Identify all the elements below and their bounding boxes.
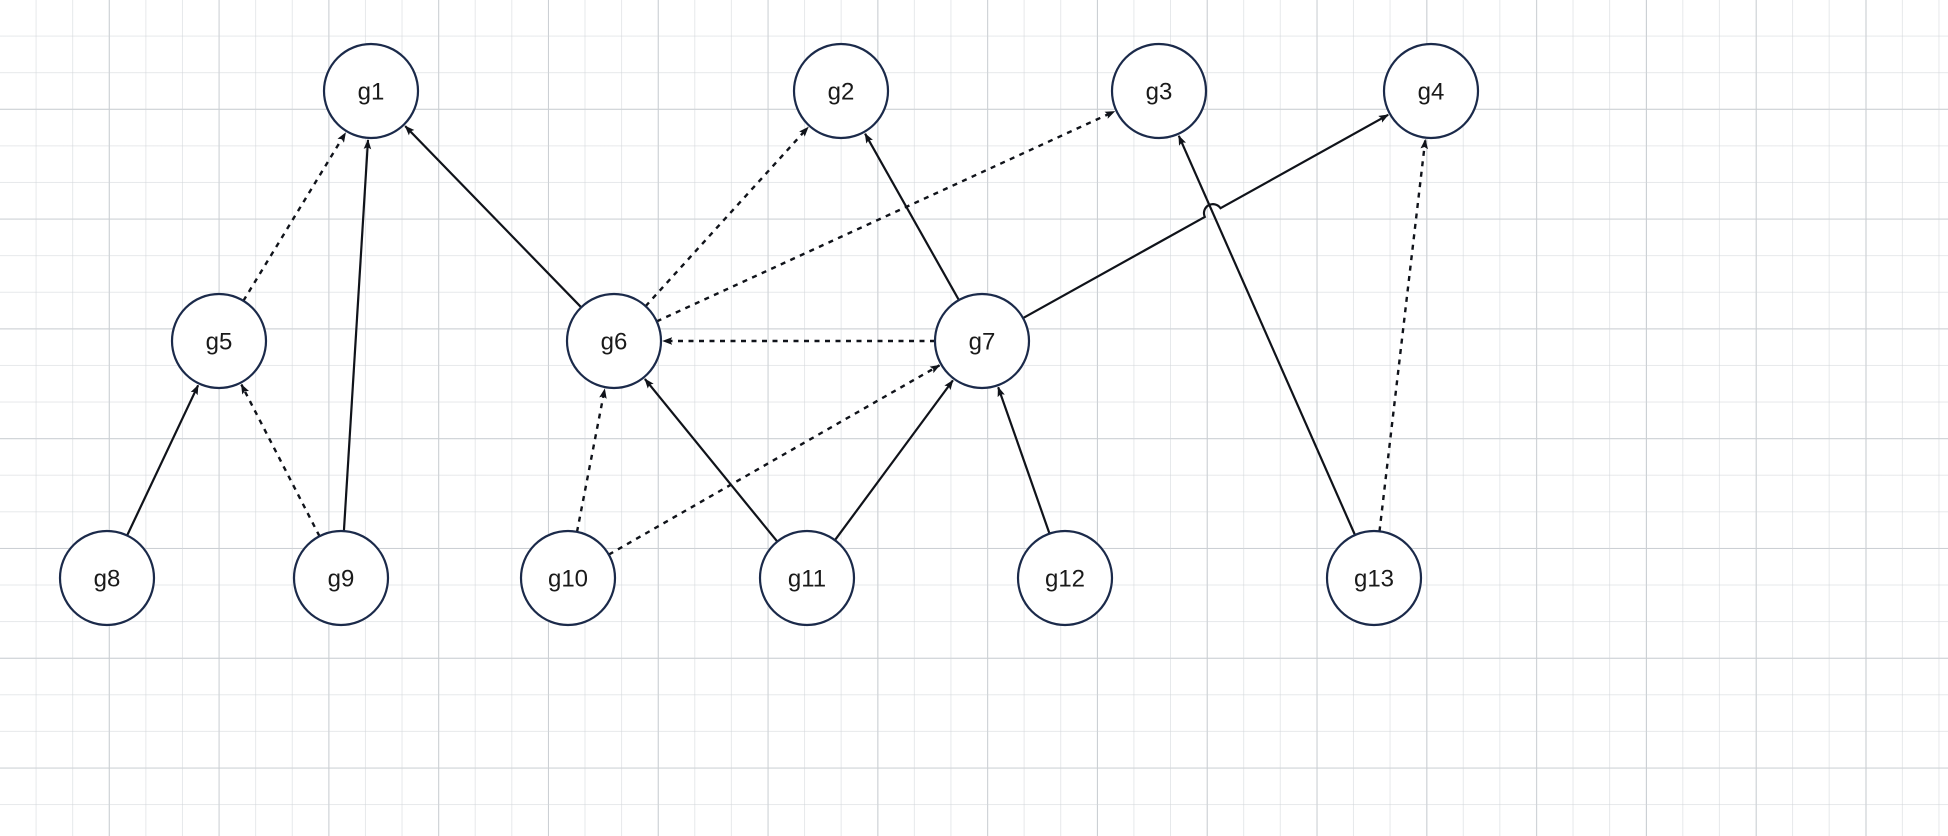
node-label-g4: g4 — [1418, 79, 1445, 106]
node-g10[interactable]: g10 — [519, 529, 617, 627]
node-g2[interactable]: g2 — [792, 42, 890, 140]
node-circle-g7[interactable] — [933, 292, 1031, 390]
node-label-g7: g7 — [969, 329, 996, 356]
node-circle-g2[interactable] — [792, 42, 890, 140]
node-label-g11: g11 — [788, 566, 826, 593]
node-circle-g12[interactable] — [1016, 529, 1114, 627]
node-layer: g1 g2 g3 g4 g5 g6 g7 g8 g9 g10 g11 g12 g13 — [58, 42, 1480, 627]
node-label-g9: g9 — [328, 566, 355, 593]
node-circle-g13[interactable] — [1325, 529, 1423, 627]
node-label-g13: g13 — [1354, 566, 1394, 593]
edge-g13-to-g3[interactable] — [1177, 135, 1357, 536]
edge-g6-to-g1[interactable] — [404, 125, 582, 309]
node-circle-g5[interactable] — [170, 292, 268, 390]
edge-layer — [126, 110, 1429, 556]
node-g13[interactable]: g13 — [1325, 529, 1423, 627]
edge-g6-to-g3[interactable] — [656, 110, 1116, 323]
edge-g6-to-g2[interactable] — [644, 126, 809, 308]
node-circle-g10[interactable] — [519, 529, 617, 627]
edge-g7-to-g2[interactable] — [864, 133, 960, 301]
node-g1[interactable]: g1 — [322, 42, 420, 140]
node-g8[interactable]: g8 — [58, 529, 156, 627]
node-label-g6: g6 — [601, 329, 628, 356]
edge-g10-to-g6[interactable] — [575, 388, 607, 533]
edge-g12-to-g7[interactable] — [997, 386, 1051, 534]
node-g5[interactable]: g5 — [170, 292, 268, 390]
node-g12[interactable]: g12 — [1016, 529, 1114, 627]
edge-g8-to-g5[interactable] — [126, 384, 200, 536]
node-label-g3: g3 — [1146, 79, 1173, 106]
node-g7[interactable]: g7 — [933, 292, 1031, 390]
node-circle-g6[interactable] — [565, 292, 663, 390]
edge-g9-to-g1[interactable] — [342, 139, 372, 532]
node-g11[interactable]: g11 — [758, 529, 856, 627]
edge-g11-to-g7[interactable] — [834, 379, 954, 541]
node-circle-g11[interactable] — [758, 529, 856, 627]
edge-g13-to-g4[interactable] — [1378, 138, 1429, 532]
node-g4[interactable]: g4 — [1382, 42, 1480, 140]
edge-g11-to-g6[interactable] — [644, 378, 779, 543]
node-label-g5: g5 — [206, 329, 233, 356]
node-g3[interactable]: g3 — [1110, 42, 1208, 140]
edge-g7-to-g4[interactable] — [1022, 113, 1389, 320]
node-label-g2: g2 — [828, 79, 855, 106]
node-label-g8: g8 — [94, 566, 121, 593]
node-circle-g3[interactable] — [1110, 42, 1208, 140]
edge-g9-to-g5[interactable] — [240, 383, 321, 537]
node-circle-g8[interactable] — [58, 529, 156, 627]
edge-g10-to-g7[interactable] — [608, 364, 941, 556]
node-label-g12: g12 — [1045, 566, 1085, 593]
node-label-g1: g1 — [358, 79, 385, 106]
node-circle-g1[interactable] — [322, 42, 420, 140]
edge-g5-to-g1[interactable] — [242, 132, 347, 302]
node-label-g10: g10 — [548, 566, 588, 593]
node-circle-g9[interactable] — [292, 529, 390, 627]
node-circle-g4[interactable] — [1382, 42, 1480, 140]
node-g9[interactable]: g9 — [292, 529, 390, 627]
node-g6[interactable]: g6 — [565, 292, 663, 390]
